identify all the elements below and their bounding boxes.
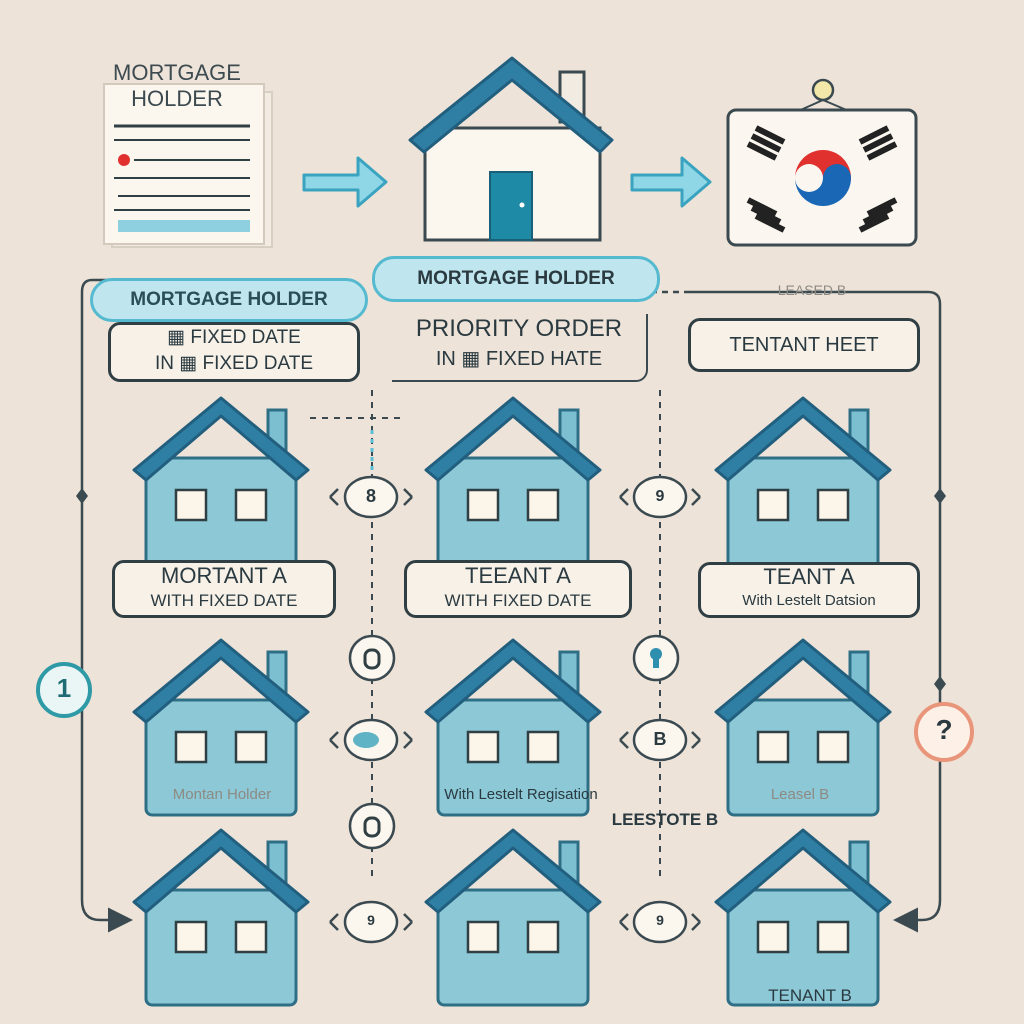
row1-mid-label: TEEANT A WITH FIXED DATE (404, 560, 632, 618)
lock-icon (363, 648, 381, 838)
question-circle (914, 702, 974, 762)
priority-order-label: PRIORITY ORDER IN ▦ FIXED HATE (392, 314, 648, 382)
keyhole-icon (650, 648, 662, 668)
center-mortgage-pill: MORTGAGE HOLDER (372, 256, 660, 302)
tenant-heet-box: TENTANT HEET (688, 318, 920, 372)
badge-r3-a-text: 9 (367, 912, 375, 928)
row1-right-line1: TEANT A (763, 564, 855, 589)
row3-right-label: TENANT B (740, 986, 880, 1006)
step-number: 1 (40, 673, 88, 704)
badge-r2-b: B (644, 729, 676, 750)
house-r3-c3 (714, 828, 892, 1007)
document-title-line1: MORTGAGE (113, 60, 241, 85)
connector-lines (80, 278, 942, 933)
house-r3-c2 (424, 828, 602, 1007)
left-box-line2: IN ▦ FIXED DATE (154, 353, 313, 374)
step-circle (36, 662, 92, 718)
row2-mid-label: With Lestelt Regisation (396, 786, 646, 803)
document-title-line2: HOLDER (131, 86, 223, 111)
left-fixed-date-box: ▦ FIXED DATE IN ▦ FIXED DATE (108, 322, 360, 382)
left-box-line1: ▦ FIXED DATE (167, 327, 301, 348)
row2-mid-sub-text: LEESTOTE B (611, 810, 719, 829)
badge-r1-a-text: 8 (365, 486, 376, 506)
badge-r2-b-text: B (653, 729, 667, 749)
row2-right-label: Leasel B (740, 786, 860, 803)
badge-r1-b-text: 9 (655, 488, 665, 505)
right-faint-label: LEASED B (712, 282, 912, 298)
row1-left-line1: MORTANT A (161, 563, 287, 588)
document-title: MORTGAGE HOLDER (92, 60, 262, 112)
question-mark: ? (918, 714, 970, 746)
arrow-right-icon (630, 156, 712, 208)
red-dot-icon (118, 154, 130, 166)
blob-icon (353, 732, 379, 748)
badge-r1-b: 9 (644, 488, 676, 506)
mortgage-document (103, 83, 273, 248)
row1-right-line2: With Lestelt Datsion (742, 592, 876, 609)
row2-left-label: Montan Holder (132, 786, 312, 803)
step-number-text: 1 (56, 673, 72, 703)
center-pill-text: MORTGAGE HOLDER (417, 268, 615, 289)
tenant-heet-text: TENTANT HEET (729, 334, 879, 356)
row1-left-line2: WITH FIXED DATE (150, 591, 298, 610)
badge-r1-a: 8 (355, 486, 387, 507)
priority-order-line1: PRIORITY ORDER (415, 315, 623, 342)
badge-r3-b: 9 (644, 912, 676, 928)
row2-left-text: Montan Holder (172, 786, 272, 803)
row3-right-text: TENANT B (768, 986, 852, 1005)
right-faint-text: LEASED B (777, 282, 847, 298)
row1-right-label: TEANT A With Lestelt Datsion (698, 562, 920, 618)
question-mark-text: ? (935, 714, 953, 745)
house-r1-c2 (424, 396, 602, 575)
house-r1-c3 (714, 396, 892, 575)
row1-mid-line2: WITH FIXED DATE (444, 591, 592, 610)
row2-mid-text: With Lestelt Regisation (444, 786, 598, 803)
row2-right-text: Leasel B (770, 786, 830, 803)
korea-flag-icon (726, 78, 918, 247)
badge-r3-b-text: 9 (656, 912, 664, 928)
badge-r3-a: 9 (355, 912, 387, 928)
priority-order-line2: IN ▦ FIXED HATE (435, 348, 603, 370)
main-house-icon (408, 56, 614, 242)
left-pill-text: MORTGAGE HOLDER (130, 289, 328, 310)
house-r1-c1 (132, 396, 310, 575)
left-mortgage-pill: MORTGAGE HOLDER (90, 278, 368, 322)
row1-left-label: MORTANT A WITH FIXED DATE (112, 560, 336, 618)
row2-mid-sublabel: LEESTOTE B (590, 810, 740, 830)
arrow-right-icon (302, 156, 388, 208)
house-r3-c1 (132, 828, 310, 1007)
row1-mid-line1: TEEANT A (465, 563, 571, 588)
